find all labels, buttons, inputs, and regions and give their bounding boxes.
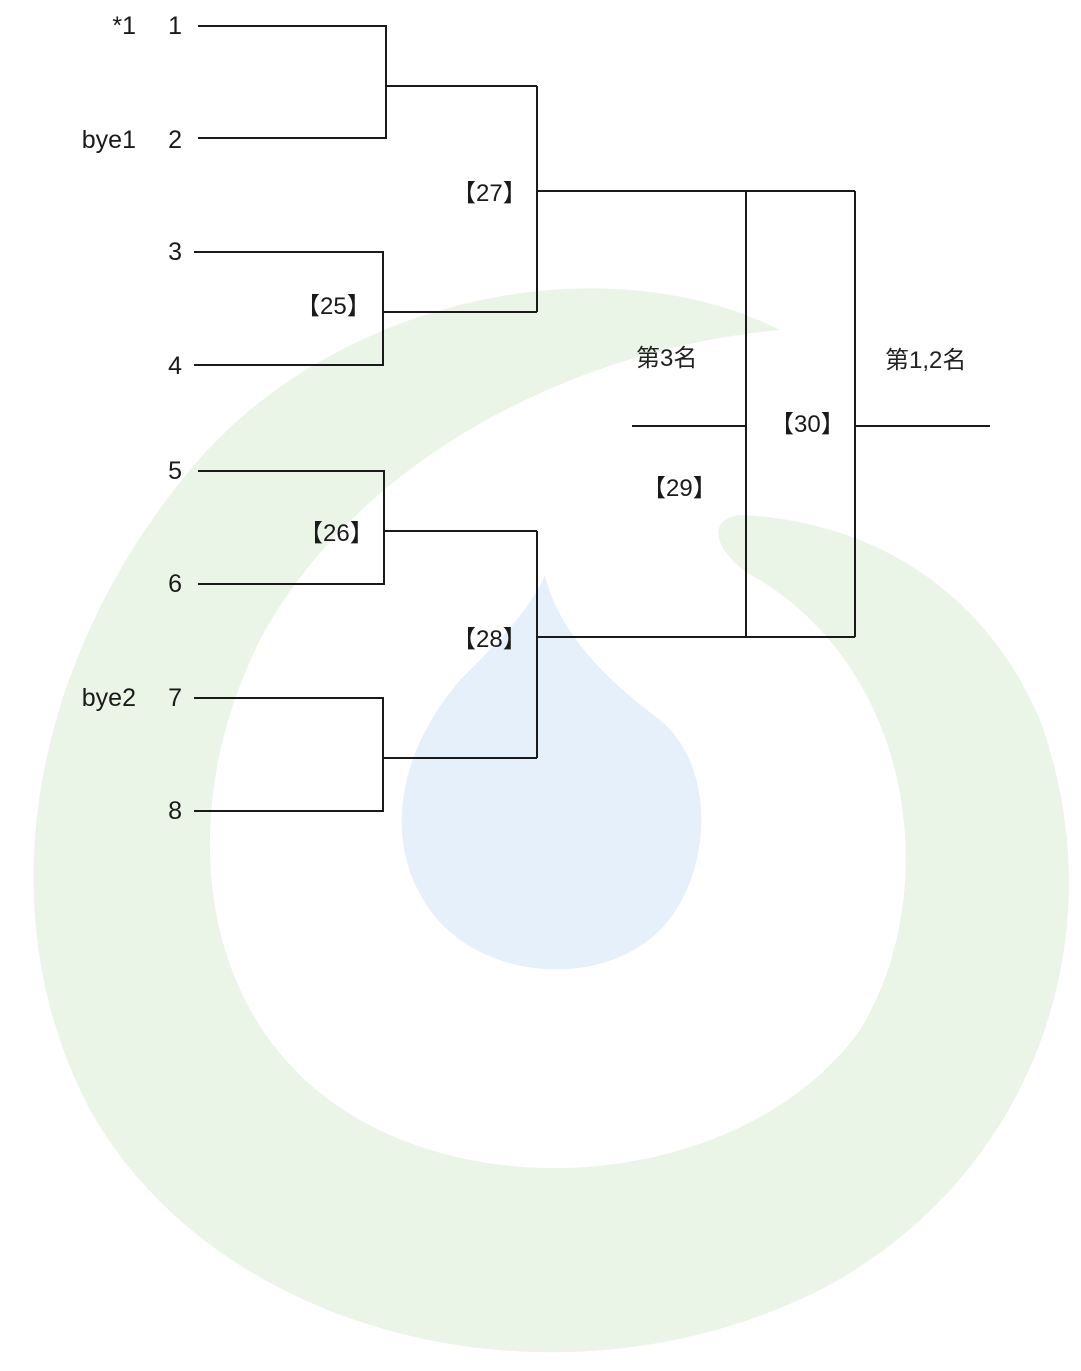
match-29-label: 【29】	[642, 475, 717, 502]
seed-6: 6	[168, 570, 182, 598]
match-27-label: 【27】	[452, 180, 527, 207]
match-28-label: 【28】	[452, 626, 527, 653]
third-place-label: 第3名	[636, 345, 698, 372]
seed-note-2: bye1	[81, 126, 136, 154]
seed-1: 1	[168, 12, 182, 40]
seed-note-1: *1	[112, 12, 136, 40]
match-30-label: 【30】	[770, 411, 845, 438]
seed-2: 2	[168, 126, 182, 154]
seed-8: 8	[168, 797, 182, 825]
bracket-line-1-2	[198, 25, 387, 139]
seed-4: 4	[168, 352, 182, 380]
bracket-line-3-4	[194, 251, 384, 366]
watermark-ring	[33, 288, 1069, 1353]
watermark-drop	[401, 575, 702, 970]
match-26-label: 【26】	[299, 520, 374, 547]
bracket-line-7-8	[194, 697, 384, 812]
first-second-place-label: 第1,2名	[885, 347, 967, 374]
match-25-label: 【25】	[296, 293, 371, 320]
seed-note-7: bye2	[81, 684, 136, 712]
seed-7: 7	[168, 684, 182, 712]
bracket-line-5-6	[198, 470, 385, 585]
seed-3: 3	[168, 238, 182, 266]
seed-5: 5	[168, 457, 182, 485]
